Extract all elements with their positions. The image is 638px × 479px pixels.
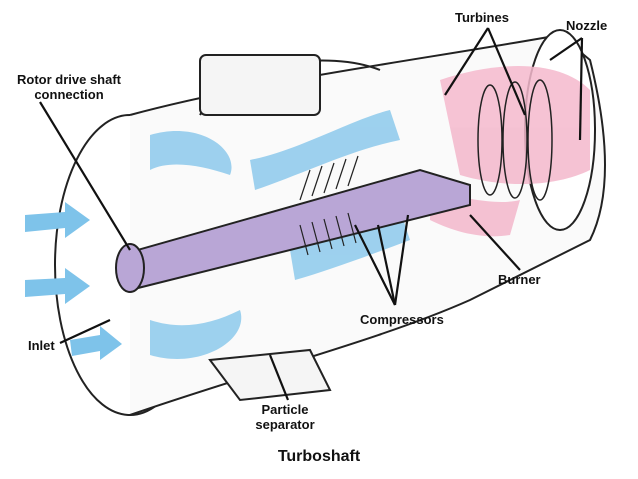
rotor-shaft <box>115 168 471 293</box>
turbine-discs <box>477 79 553 201</box>
particle-separator-label-line2: separator <box>255 417 315 432</box>
burner-label: Burner <box>498 272 541 287</box>
nozzle-label: Nozzle <box>566 18 608 33</box>
particle-separator-label: Particle separator <box>235 402 335 432</box>
compressor-blades <box>299 155 359 256</box>
rotor-drive-shaft-label-line2: connection <box>34 87 104 102</box>
turbines-label: Turbines <box>455 10 509 25</box>
inlet-label: Inlet <box>28 338 55 353</box>
particle-separator-label-line1: Particle <box>261 402 309 417</box>
rotor-drive-shaft-label: Rotor drive shaft connection <box>4 72 134 102</box>
diagram-title: Turboshaft <box>277 448 361 465</box>
compressors-label: Compressors <box>360 312 444 327</box>
leader-lines <box>39 27 584 401</box>
rotor-drive-shaft-label-line1: Rotor drive shaft <box>16 72 121 87</box>
inlet-airflow-arrows <box>25 202 122 360</box>
